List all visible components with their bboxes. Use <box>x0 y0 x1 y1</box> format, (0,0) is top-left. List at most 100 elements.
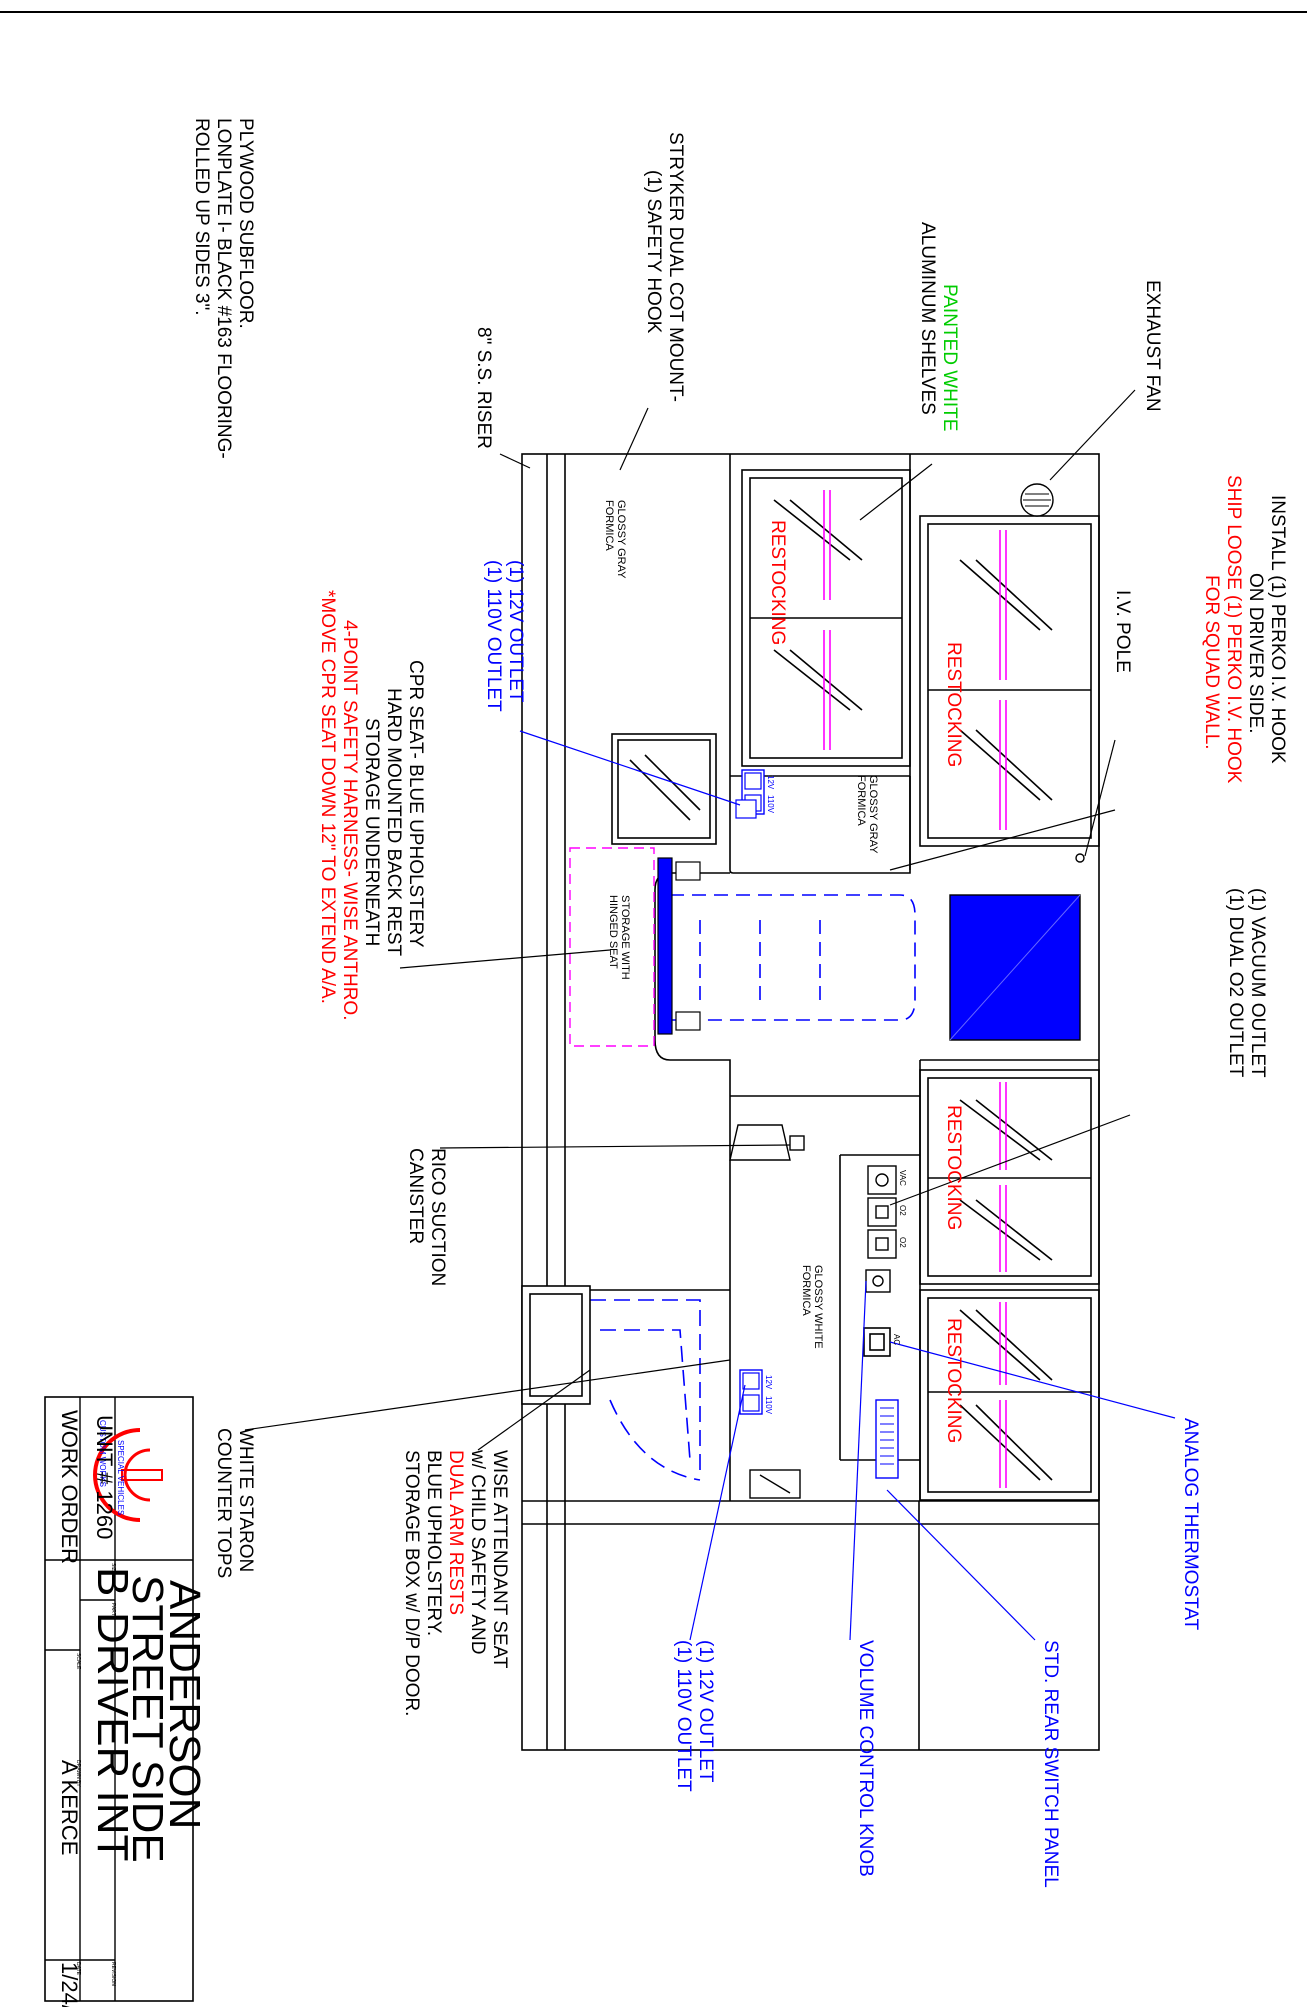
perko-line-1: INSTALL (1) PERKO I.V. HOOK <box>1267 495 1288 764</box>
field-scale: SCALE <box>75 1653 81 1670</box>
cpr-harness-line-2: *MOVE CPR SEAT DOWN 12" TO EXTEND A/A. <box>317 590 338 1004</box>
ship-loose-line-2: FOR SQUAD WALL. <box>1201 575 1222 750</box>
callout-wise-seat: WISE ATTENDANT SEAT w/ CHILD SAFETY AND … <box>401 1449 510 1716</box>
callout-riser: 8" S.S. RISER <box>473 327 494 449</box>
title-work-order: WORK ORDER <box>57 1410 82 1564</box>
callout-outlets-lower: (1) 12V OUTLET (1) 110V OUTLET <box>673 1640 716 1792</box>
callout-cpr-seat: CPR SEAT- BLUE UPHOLSTERY HARD MOUNTED B… <box>317 590 426 1020</box>
field-size: SIZE <box>110 1563 116 1575</box>
restocking-label-1: RESTOCKING <box>767 520 788 645</box>
cabinet-upper-left <box>741 469 911 767</box>
perko-line-2: ON DRIVER SIDE. <box>1245 573 1266 733</box>
iv-pole-symbol <box>1075 853 1085 863</box>
wise-line-3: BLUE UPHOLSTERY. <box>423 1450 444 1636</box>
attendant-seat-outline <box>590 1299 701 1481</box>
callout-plywood: PLYWOOD SUBFLOOR. LONPLATE I- BLACK #163… <box>191 118 256 459</box>
wise-line-4: STORAGE BOX w/ D/P DOOR. <box>401 1450 422 1716</box>
callout-iv-pole: I.V. POLE <box>1112 590 1133 673</box>
storage-box-dp-door <box>521 1285 591 1405</box>
rico-line-2: CANISTER <box>405 1148 426 1244</box>
field-date: DATE <box>75 1962 81 1976</box>
restocking-labels: RESTOCKING RESTOCKING RESTOCKING RESTOCK… <box>767 520 964 1443</box>
glossy-gray-2-line-1: GLOSSY GRAY <box>867 775 879 854</box>
panel-label-storage: STORAGE WITH HINGED SEAT <box>607 895 631 980</box>
shelves-label: ALUMINUM SHELVES <box>917 222 938 415</box>
glossy-gray-2-line-2: FORMICA <box>855 775 867 826</box>
vac-o2-outlets <box>867 1165 897 1259</box>
staron-line-1: WHITE STARON <box>235 1428 256 1572</box>
title-view: DRIVER INT <box>88 1612 137 1861</box>
leader-lines-black <box>244 389 1136 1451</box>
blue-window <box>949 894 1081 1041</box>
wise-line-2: w/ CHILD SAFETY AND <box>467 1449 488 1654</box>
glossy-gray-1-line-2: FORMICA <box>603 500 615 551</box>
storage-line-1: STORAGE WITH <box>619 895 631 980</box>
wise-line-1: WISE ATTENDANT SEAT <box>489 1450 510 1669</box>
switch-panel-label: STD. REAR SWITCH PANEL <box>1040 1640 1061 1888</box>
thermostat-label: ANALOG THERMOSTAT <box>1180 1418 1201 1631</box>
switch-panel-symbol <box>875 1399 899 1479</box>
callout-staron: WHITE STARON COUNTER TOPS <box>213 1428 256 1578</box>
ship-loose-line-1: SHIP LOOSE (1) PERKO I.V. HOOK <box>1223 475 1244 784</box>
callout-rico: RICO SUCTION CANISTER <box>405 1148 448 1286</box>
logo-special-vehicles: SPECIAL VEHICLES <box>116 1440 125 1515</box>
restocking-label-3: RESTOCKING <box>943 1105 964 1230</box>
upper-12v-mini: 12V <box>766 775 775 790</box>
ac-mini: AC <box>892 1334 901 1345</box>
panel-label-gray-2: GLOSSY GRAY FORMICA <box>855 775 879 854</box>
outlet-110v-lower: (1) 110V OUTLET <box>673 1640 694 1792</box>
o2-mini-2: O2 <box>898 1237 907 1248</box>
vacuum-line-1: (1) VACUUM OUTLET <box>1247 888 1268 1078</box>
storage-line-2: HINGED SEAT <box>607 895 619 969</box>
wise-dual-arm: DUAL ARM RESTS <box>445 1450 466 1615</box>
leader-lines-blue <box>519 730 1176 1641</box>
title-drawn-by: A KERCE <box>57 1760 82 1855</box>
callout-volume: VOLUME CONTROL KNOB <box>855 1640 876 1877</box>
callout-vacuum: (1) VACUUM OUTLET (1) DUAL O2 OUTLET <box>1225 888 1268 1078</box>
rico-line-1: RICO SUCTION <box>427 1148 448 1286</box>
outlet-box-upper <box>735 769 765 819</box>
callout-outlets-upper: (1) 12V OUTLET (1) 110V OUTLET <box>483 560 526 712</box>
storage-box-hatch <box>749 1469 801 1499</box>
callout-perko: INSTALL (1) PERKO I.V. HOOK ON DRIVER SI… <box>1201 475 1288 784</box>
cpr-line-2: HARD MOUNTED BACK REST <box>383 688 404 957</box>
title-customer: ANDERSON <box>160 1580 209 1829</box>
iv-pole-label: I.V. POLE <box>1112 590 1133 673</box>
lower-12v-mini: 12V <box>764 1375 773 1390</box>
storage-hinged-seat-outline <box>569 847 655 1047</box>
volume-knob-box <box>865 1269 891 1293</box>
outlet-12v-upper: (1) 12V OUTLET <box>505 560 526 703</box>
field-rev: REVISION <box>110 1962 116 1986</box>
restocking-label-4: RESTOCKING <box>943 1318 964 1443</box>
title-block: SPECIAL VEHICLES CUSTOM WORKS ANDERSON S… <box>44 1396 209 2007</box>
shelf-lines-4 <box>999 1302 1007 1488</box>
cpr-harness-line-1: 4-POINT SAFETY HARNESS- WISE ANTHRO. <box>339 620 360 1020</box>
cot-outline <box>670 894 916 1021</box>
callout-stryker: STRYKER DUAL COT MOUNT- (1) SAFETY HOOK <box>643 132 686 402</box>
cabinet-lower-left <box>919 1069 1100 1285</box>
company-logo: SPECIAL VEHICLES CUSTOM WORKS <box>93 1420 163 1522</box>
title-side: STREET SIDE <box>123 1575 172 1863</box>
title-date: 1/24/12 <box>57 1962 82 2007</box>
outlet-box-lower <box>739 1369 763 1415</box>
ac-thermostat-box <box>863 1327 891 1357</box>
title-unit: UNIT # 1260 <box>92 1415 117 1539</box>
cpr-line-3: STORAGE UNDERNEATH <box>361 718 382 946</box>
o2-mini-1: O2 <box>898 1205 907 1216</box>
stryker-line-2: (1) SAFETY HOOK <box>643 170 664 334</box>
glossy-white-line-1: GLOSSY WHITE <box>812 1265 824 1349</box>
cpr-seat-back <box>657 857 701 1035</box>
callout-shelves: ALUMINUM SHELVES PAINTED WHITE <box>917 222 960 431</box>
stryker-line-1: STRYKER DUAL COT MOUNT- <box>665 132 686 402</box>
outlet-110v-upper: (1) 110V OUTLET <box>483 560 504 712</box>
callout-thermostat: ANALOG THERMOSTAT <box>1180 1418 1201 1631</box>
lower-110v-mini: 110V <box>764 1396 773 1415</box>
panel-label-white: GLOSSY WHITE FORMICA <box>800 1265 824 1349</box>
restocking-label-2: RESTOCKING <box>943 642 964 767</box>
glossy-gray-1-line-1: GLOSSY GRAY <box>615 500 627 579</box>
glossy-white-line-2: FORMICA <box>800 1265 812 1316</box>
cabinet-small <box>611 733 717 845</box>
field-part: PART <box>110 1603 116 1616</box>
shelf-lines-3 <box>999 1082 1007 1272</box>
